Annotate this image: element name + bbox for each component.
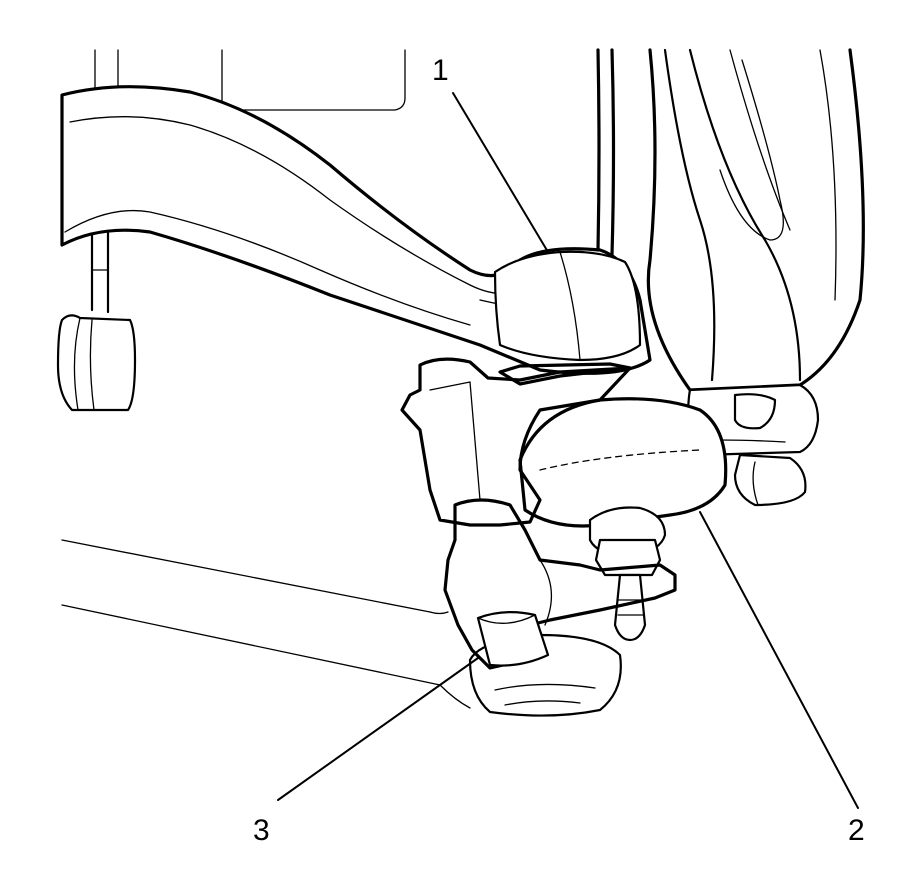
separator-tool xyxy=(400,357,677,670)
upper-control-arm xyxy=(60,85,652,375)
callout-2: 2 xyxy=(848,814,865,847)
stabilizer-link xyxy=(56,230,137,412)
steering-knuckle xyxy=(596,48,865,507)
leader-lines xyxy=(277,92,859,809)
leader-line-2 xyxy=(699,511,859,809)
leader-line-1 xyxy=(452,92,549,253)
callout-1: 1 xyxy=(432,54,449,87)
leader-line-3 xyxy=(277,657,479,801)
ball-joint xyxy=(518,397,728,642)
callout-3: 3 xyxy=(253,814,270,847)
